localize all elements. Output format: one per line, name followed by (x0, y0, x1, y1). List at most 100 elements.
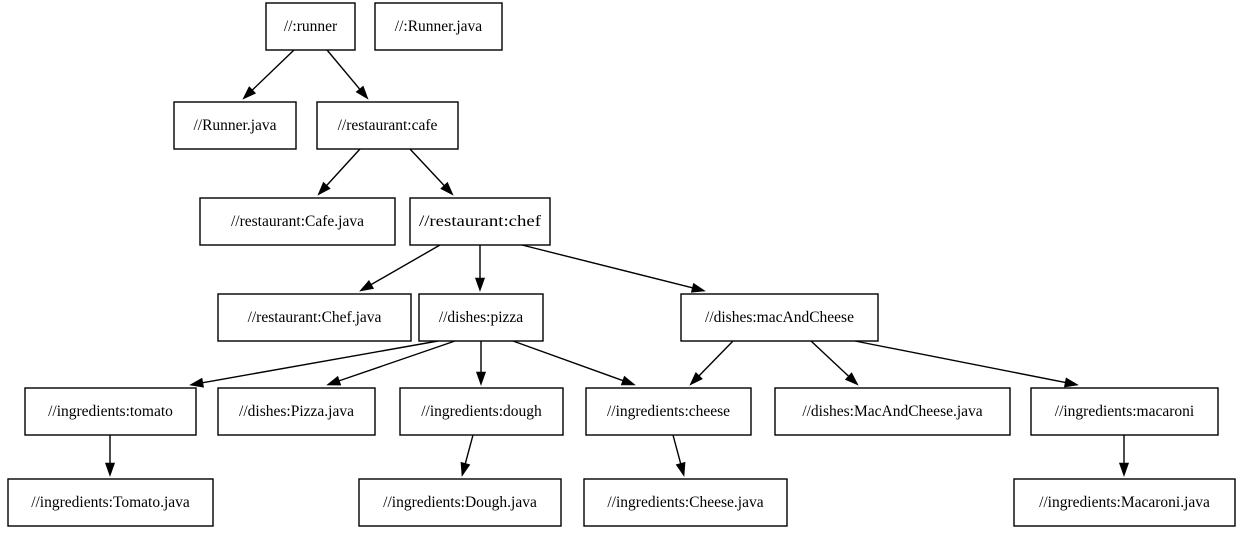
arrowhead-icon (460, 461, 471, 477)
graph-node-cafe_java[interactable]: //restaurant:Cafe.java (199, 197, 396, 246)
node-label: //ingredients:Dough.java (383, 494, 537, 511)
edge-line (512, 340, 624, 382)
node-label: //restaurant:chef (419, 213, 542, 230)
edge-line (521, 244, 693, 289)
edge-line (672, 434, 682, 464)
edge-line (326, 49, 361, 90)
arrowhead-icon (440, 181, 454, 196)
node-box[interactable] (217, 293, 412, 342)
node-box[interactable] (265, 2, 356, 51)
arrowhead-icon (1118, 462, 1130, 477)
graph-edge (359, 244, 441, 292)
node-box[interactable] (358, 478, 562, 527)
edge-line (409, 148, 445, 186)
graph-node-runner[interactable]: //:runner (265, 2, 356, 51)
graph-edge (475, 341, 487, 386)
node-label: //ingredients:Macaroni.java (1039, 494, 1210, 511)
graph-node-restaurant_cafe[interactable]: //restaurant:cafe (316, 101, 459, 150)
nodes-layer: //:runner //:Runner.java //Runner.java //re… (7, 2, 1236, 527)
graph-node-chef_java[interactable]: //restaurant:Chef.java (217, 293, 412, 342)
node-box[interactable] (316, 101, 459, 150)
arrowhead-icon (620, 375, 636, 386)
graph-node-runner_java[interactable]: //Runner.java (173, 101, 297, 150)
graph-edge (326, 340, 456, 386)
arrowhead-icon (689, 371, 703, 386)
graph-edge (242, 49, 295, 100)
node-label: //ingredients:Tomato.java (31, 494, 190, 511)
arrowhead-icon (355, 85, 369, 100)
node-label: //Runner.java (193, 117, 276, 134)
node-box[interactable] (418, 293, 544, 342)
arrowhead-icon (1063, 377, 1079, 388)
arrowhead-icon (675, 461, 686, 477)
node-box[interactable] (585, 387, 752, 436)
graph-edge (189, 340, 439, 388)
graph-node-mac_java[interactable]: //dishes:MacAndCheese.java (774, 387, 1011, 436)
node-label: //restaurant:cafe (338, 117, 438, 134)
node-box[interactable] (680, 293, 879, 342)
edge-line (810, 340, 849, 377)
graph-edge (409, 148, 454, 196)
graph-node-macaroni_java[interactable]: //ingredients:Macaroni.java (1013, 478, 1236, 527)
graph-node-runner_java_root[interactable]: //:Runner.java (374, 2, 503, 51)
graph-edge (460, 434, 474, 477)
graph-edge (317, 148, 361, 196)
graph-node-ing_tomato[interactable]: //ingredients:tomato (24, 387, 197, 436)
node-box[interactable] (217, 387, 376, 436)
edges-layer (104, 49, 1130, 477)
arrowhead-icon (690, 282, 706, 293)
node-box[interactable] (583, 478, 788, 527)
node-label: //dishes:macAndCheese (705, 309, 854, 326)
edge-line (464, 434, 474, 464)
node-label: //restaurant:Cafe.java (231, 213, 364, 230)
graph-edge (521, 244, 706, 293)
node-box[interactable] (199, 197, 396, 246)
graph-node-restaurant_chef[interactable]: //restaurant:chef (409, 197, 551, 246)
graph-edge (810, 340, 859, 386)
graph-edge (854, 340, 1079, 388)
node-box[interactable] (399, 387, 564, 436)
graph-node-ing_cheese[interactable]: //ingredients:cheese (585, 387, 752, 436)
node-box[interactable] (409, 197, 551, 246)
node-box[interactable] (374, 2, 503, 51)
node-label: //ingredients:macaroni (1055, 403, 1195, 420)
node-box[interactable] (7, 478, 214, 527)
arrowhead-icon (326, 375, 342, 386)
arrowhead-icon (317, 181, 331, 196)
node-label: //:Runner.java (395, 18, 483, 35)
graph-node-ing_macaroni[interactable]: //ingredients:macaroni (1030, 387, 1219, 436)
graph-node-cheese_java[interactable]: //ingredients:Cheese.java (583, 478, 788, 527)
graph-edge (104, 435, 116, 477)
node-label: //restaurant:Chef.java (248, 309, 382, 326)
node-box[interactable] (774, 387, 1011, 436)
arrowhead-icon (189, 377, 204, 388)
arrowhead-icon (104, 462, 116, 477)
node-label: //dishes:pizza (439, 309, 523, 326)
arrowhead-icon (475, 371, 487, 386)
edge-line (370, 244, 441, 286)
node-box[interactable] (1030, 387, 1219, 436)
graph-node-dough_java[interactable]: //ingredients:Dough.java (358, 478, 562, 527)
arrowhead-icon (844, 372, 859, 386)
edge-line (854, 340, 1066, 384)
node-label: //:runner (284, 18, 338, 35)
graph-edge (672, 434, 686, 477)
node-box[interactable] (173, 101, 297, 150)
node-label: //ingredients:tomato (48, 403, 173, 420)
graph-edge (326, 49, 369, 100)
node-label: //dishes:Pizza.java (239, 403, 354, 420)
edge-line (251, 49, 295, 91)
node-box[interactable] (1013, 478, 1236, 527)
edge-line (326, 148, 361, 186)
graph-node-tomato_java[interactable]: //ingredients:Tomato.java (7, 478, 214, 527)
node-label: //dishes:MacAndCheese.java (802, 403, 982, 420)
graph-node-pizza_java[interactable]: //dishes:Pizza.java (217, 387, 376, 436)
graph-node-ing_dough[interactable]: //ingredients:dough (399, 387, 564, 436)
edge-line (698, 340, 734, 377)
graph-node-dishes_mac[interactable]: //dishes:macAndCheese (680, 293, 879, 342)
node-box[interactable] (24, 387, 197, 436)
graph-node-dishes_pizza[interactable]: //dishes:pizza (418, 293, 544, 342)
arrowhead-icon (474, 277, 486, 292)
